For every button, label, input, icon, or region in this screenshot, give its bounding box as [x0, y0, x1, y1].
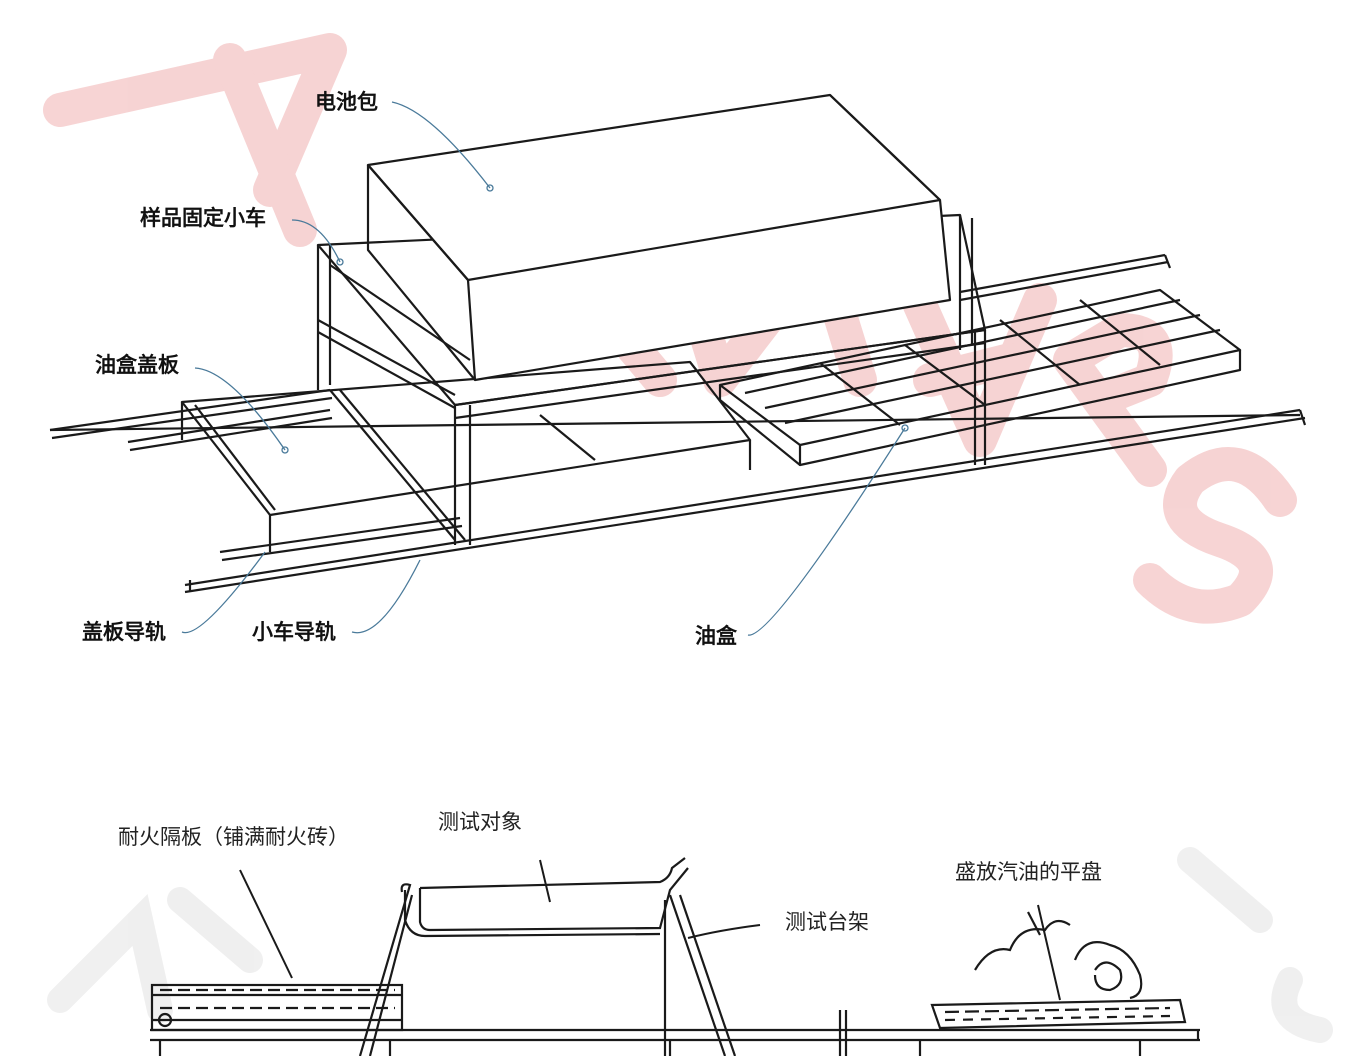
oil-box [718, 288, 1242, 467]
label-trolley-rail: 小车导轨 [252, 620, 336, 644]
label-sample-trolley: 样品固定小车 [140, 206, 266, 230]
bottom-side-view-drawing [150, 857, 1200, 1056]
trolley-rail [49, 253, 1307, 594]
label-fire-barrier: 耐火隔板（铺满耐火砖） [118, 825, 349, 849]
flame-icon [974, 911, 1143, 1000]
label-test-object: 测试对象 [438, 810, 522, 834]
gasoline-pan [930, 998, 1187, 1030]
leader-lines-top [181, 101, 909, 636]
label-gasoline-pan: 盛放汽油的平盘 [955, 860, 1102, 884]
cover-rail [127, 408, 463, 562]
label-oil-box: 油盒 [695, 624, 737, 648]
top-isometric-drawing [49, 93, 1307, 594]
leader-lines-bottom [239, 859, 1061, 1001]
test-object [403, 857, 689, 938]
watermark-bottom [47, 847, 1333, 1043]
label-test-stand: 测试台架 [785, 910, 869, 934]
base-rail [150, 1010, 1200, 1056]
label-oil-box-cover: 油盒盖板 [95, 353, 179, 377]
label-battery-pack: 电池包 [315, 90, 378, 114]
fire-barrier [150, 983, 404, 1032]
battery-pack[interactable] [366, 93, 952, 382]
oil-box-cover [180, 360, 752, 552]
label-cover-rail: 盖板导轨 [82, 620, 166, 644]
